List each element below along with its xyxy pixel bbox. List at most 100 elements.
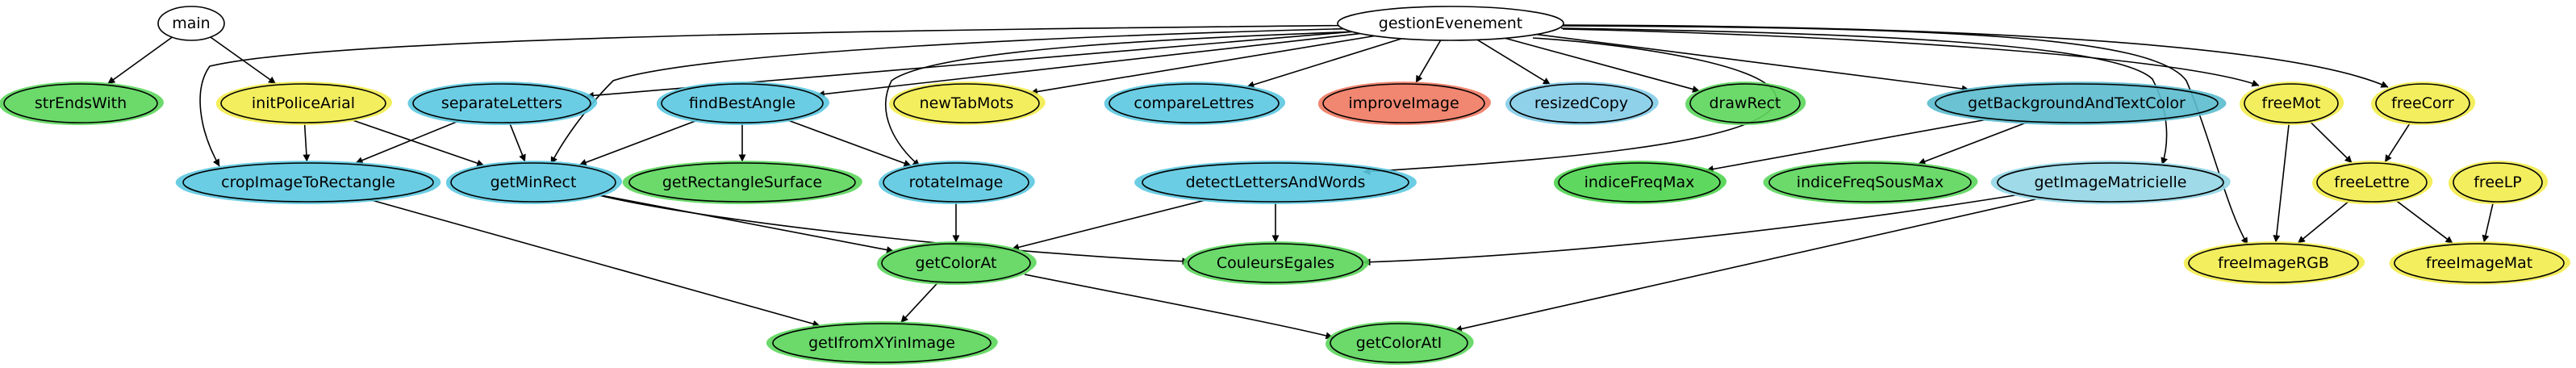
node-outline [157, 6, 225, 41]
node-outline [220, 83, 386, 123]
node-freeCorr[interactable]: freeCorr [2371, 82, 2476, 125]
node-getRectangleSurface[interactable]: getRectangleSurface [622, 161, 862, 204]
node-outline [772, 323, 992, 363]
node-resizedCopy[interactable]: resizedCopy [1505, 82, 1659, 125]
node-detectLettersAndWords[interactable]: detectLettersAndWords [1134, 161, 1417, 204]
node-label: freeLP [2474, 174, 2522, 191]
edge-getMinRect-to-getColorAt [597, 194, 895, 254]
node-label: newTabMots [920, 94, 1014, 112]
node-outline [661, 83, 824, 123]
node-improveImage[interactable]: improveImage [1318, 82, 1491, 125]
node-rotateImage[interactable]: rotateImage [879, 161, 1035, 204]
node-label: initPoliceArial [252, 94, 355, 112]
node-strEndsWith[interactable]: strEndsWith [0, 82, 164, 125]
node-outline [2244, 83, 2339, 123]
node-outline [1188, 243, 1363, 283]
node-newTabMots[interactable]: newTabMots [889, 82, 1046, 125]
node-outline [1337, 6, 1564, 41]
node-getImageMatricielle[interactable]: getImageMatricielle [1990, 161, 2231, 204]
node-cropImageToRectangle[interactable]: cropImageToRectangle [175, 161, 441, 204]
edge-separateLetters-to-getMinRect [508, 122, 526, 162]
node-getColorAtI[interactable]: getColorAtI [1326, 321, 1474, 365]
node-label: getMinRect [491, 174, 577, 191]
edge-freeLP-to-freeImageMat [2482, 201, 2495, 243]
node-getColorAt[interactable]: getColorAt [877, 241, 1037, 285]
node-outline [1997, 162, 2224, 203]
edge-freeLettre-to-freeImageMat [2394, 199, 2453, 244]
node-label: compareLettres [1134, 94, 1254, 112]
node-freeLP[interactable]: freeLP [2449, 161, 2549, 204]
node-outline [1935, 83, 2219, 123]
node-label: getImageMatricielle [2035, 174, 2187, 191]
node-getIfromXYinImage[interactable]: getIfromXYinImage [766, 321, 998, 365]
node-gestionEvenement[interactable]: gestionEvenement [1337, 6, 1564, 41]
edge-findBestAngle-to-getMinRect [578, 119, 699, 166]
edge-freeLettre-to-freeImageRGB [2297, 199, 2351, 244]
node-initPoliceArial[interactable]: initPoliceArial [215, 82, 393, 125]
node-compareLettres[interactable]: compareLettres [1104, 82, 1286, 125]
edge-getImageMatricielle-to-getColorAtI [1454, 197, 2043, 332]
node-outline [450, 162, 616, 203]
edge-freeMot-to-freeImageRGB [2273, 122, 2290, 243]
node-main[interactable]: main [157, 6, 225, 41]
node-label: indiceFreqMax [1584, 174, 1695, 191]
node-outline [628, 162, 856, 203]
node-freeImageMat[interactable]: freeImageMat [2389, 241, 2571, 285]
edge-gestionEvenement-to-rotateImage [885, 29, 1405, 167]
edge-gestionEvenement-to-freeMot [1562, 28, 2260, 87]
node-label: cropImageToRectangle [221, 174, 395, 191]
edge-getMinRect-to-CouleursEgales [595, 194, 1190, 266]
edge-getColorAt-to-getColorAtI [1024, 274, 1334, 340]
node-freeImageRGB[interactable]: freeImageRGB [2183, 241, 2365, 285]
edge-gestionEvenement-to-getImageMatricielle [1560, 27, 2168, 165]
node-indiceFreqMax[interactable]: indiceFreqMax [1554, 161, 1726, 204]
node-label: detectLettersAndWords [1186, 174, 1366, 191]
node-outline [1689, 83, 1801, 123]
node-outline [182, 162, 434, 203]
node-label: separateLetters [441, 94, 562, 112]
node-getBackgroundAndTextColor[interactable]: getBackgroundAndTextColor [1927, 82, 2227, 125]
edge-initPoliceArial-to-cropImageToRectangle [303, 122, 311, 162]
node-label: findBestAngle [689, 94, 795, 112]
node-getMinRect[interactable]: getMinRect [445, 161, 623, 204]
edge-main-to-strEndsWith [107, 36, 173, 85]
node-label: strEndsWith [35, 94, 127, 112]
node-outline [1330, 323, 1468, 363]
node-outline [2316, 162, 2428, 203]
node-label: main [172, 15, 210, 32]
node-outline [1142, 162, 1409, 203]
node-label: getIfromXYinImage [808, 334, 955, 352]
node-outline [2375, 83, 2470, 123]
node-drawRect[interactable]: drawRect [1685, 82, 1806, 125]
edge-freeCorr-to-freeLettre [2384, 121, 2411, 163]
node-separateLetters[interactable]: separateLetters [407, 82, 598, 125]
node-indiceFreqSousMax[interactable]: indiceFreqSousMax [1763, 161, 1978, 204]
node-label: resizedCopy [1534, 94, 1628, 112]
node-CouleursEgales[interactable]: CouleursEgales [1183, 241, 1370, 285]
node-label: freeLettre [2334, 174, 2409, 191]
node-findBestAngle[interactable]: findBestAngle [657, 82, 829, 125]
edge-initPoliceArial-to-getMinRect [349, 119, 485, 167]
node-label: rotateImage [909, 174, 1004, 191]
node-outline [1322, 83, 1485, 123]
edge-gestionEvenement-to-improveImage [1415, 40, 1442, 83]
node-label: freeImageRGB [2218, 254, 2329, 272]
node-outline [1558, 162, 1721, 203]
node-outline [881, 243, 1031, 283]
node-outline [883, 162, 1029, 203]
edge-gestionEvenement-to-compareLettres [1246, 38, 1402, 89]
node-label: gestionEvenement [1379, 15, 1522, 32]
node-layer: main gestionEvenement strEndsWith initPolic… [0, 6, 2571, 365]
node-outline [1768, 162, 1972, 203]
node-outline [2394, 243, 2565, 283]
edge-getColorAt-to-getIfromXYinImage [900, 281, 939, 323]
edge-freeMot-to-freeLettre [2309, 120, 2353, 164]
node-outline [3, 83, 158, 123]
edge-separateLetters-to-cropImageToRectangle [355, 119, 461, 164]
node-freeMot[interactable]: freeMot [2240, 82, 2344, 125]
node-label: CouleursEgales [1217, 254, 1334, 272]
node-outline [2453, 162, 2543, 203]
node-freeLettre[interactable]: freeLettre [2312, 161, 2433, 204]
node-label: drawRect [1710, 94, 1781, 112]
edge-getBackgroundAndTextColor-to-indiceFreqMax [1706, 118, 1992, 173]
